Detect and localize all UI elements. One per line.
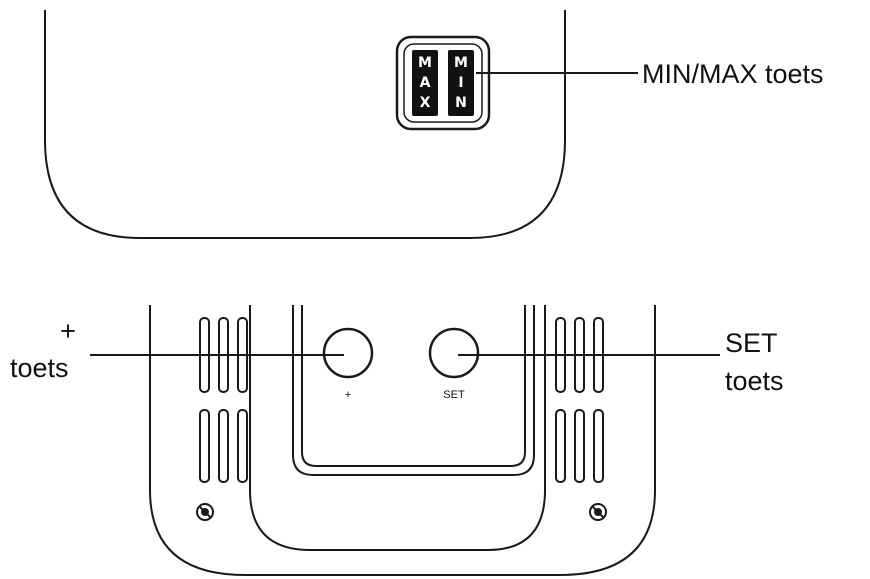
minmax-callout-label: MIN/MAX toets <box>642 59 824 89</box>
bottom-unit <box>149 305 656 576</box>
vent-slot <box>555 409 566 483</box>
minmax-key-inner-frame <box>403 43 483 123</box>
center-bracket-inner <box>301 305 526 467</box>
plus-button-label: + <box>345 389 351 401</box>
set-button-label: SET <box>443 389 465 401</box>
top-unit-body-outline <box>44 10 566 239</box>
min-key-letter-2: I <box>458 75 463 91</box>
vent-slot <box>199 409 210 483</box>
plus-callout-label: toets <box>10 353 69 383</box>
vent-slot <box>593 409 604 483</box>
left-vent <box>199 317 248 483</box>
left-screw-icon <box>196 503 214 521</box>
right-vent <box>555 317 604 483</box>
set-button <box>428 327 480 379</box>
set-callout-label-line2: toets <box>725 366 784 396</box>
vent-slot <box>218 409 229 483</box>
plus-callout-symbol: + <box>60 316 76 346</box>
center-bracket-outer <box>292 305 535 476</box>
plus-button <box>322 327 374 379</box>
min-key <box>448 50 474 116</box>
max-key-letter-3: X <box>420 95 431 111</box>
set-callout-label-line1: SET <box>725 328 778 358</box>
min-key-letter-1: M <box>454 55 468 71</box>
max-key <box>412 50 438 116</box>
vent-slot <box>237 409 248 483</box>
minmax-key: M A X M I N <box>395 35 491 131</box>
center-housing-outline <box>249 305 546 551</box>
minmax-key-outer-frame <box>395 35 491 131</box>
right-screw-icon <box>589 503 607 521</box>
max-key-letter-2: A <box>420 75 431 91</box>
top-unit <box>44 10 566 239</box>
vent-slot <box>574 409 585 483</box>
max-key-letter-1: M <box>418 55 432 71</box>
min-key-letter-3: N <box>455 95 467 111</box>
bottom-unit-body-outline <box>149 305 656 576</box>
